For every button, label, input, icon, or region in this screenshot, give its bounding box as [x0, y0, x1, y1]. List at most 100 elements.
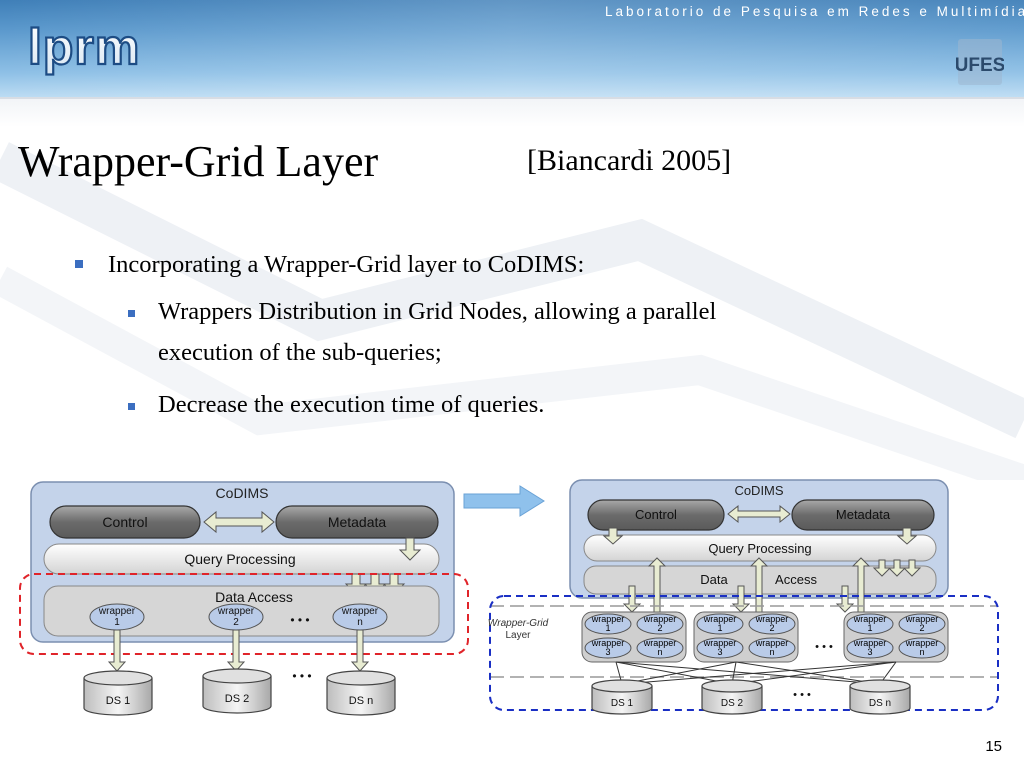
- data-sources-ellipsis: • • •: [292, 669, 311, 683]
- down-arrow: [398, 537, 422, 561]
- svg-text:1: 1: [605, 623, 610, 633]
- grid-node-n: wrapper 1 wrapper 2 wrapper 3 wrapper n: [843, 611, 949, 663]
- svg-text:n: n: [357, 617, 363, 628]
- control-metadata-arrow: [727, 504, 791, 524]
- down-arrow: [902, 559, 922, 577]
- svg-text:wrapper: wrapper: [591, 614, 625, 624]
- data-sources-ellipsis: • • •: [793, 689, 811, 701]
- down-arrow: [896, 527, 918, 545]
- banner-gradient: [0, 0, 1024, 97]
- down-arrow: [887, 559, 907, 577]
- svg-text:lprm: lprm: [28, 19, 140, 75]
- ufes-logo: UFES: [956, 39, 1004, 85]
- control-label: Control: [635, 507, 677, 522]
- slide-title: Wrapper-Grid Layer: [18, 137, 379, 186]
- svg-text:n: n: [769, 647, 774, 657]
- svg-text:Data: Data: [700, 572, 728, 587]
- svg-text:wrapper: wrapper: [703, 638, 737, 648]
- banner-strip: [0, 97, 1024, 127]
- data-source-n: DS n: [326, 670, 396, 716]
- svg-text:wrapper: wrapper: [217, 606, 255, 617]
- bullet-marker: [75, 260, 83, 268]
- svg-text:wrapper: wrapper: [755, 638, 789, 648]
- svg-text:2: 2: [233, 617, 239, 628]
- bullet-marker: [128, 403, 135, 410]
- svg-text:wrapper: wrapper: [591, 638, 625, 648]
- layer-label-1: Wrapper-Grid: [488, 618, 549, 629]
- header-banner: lprm Laboratorio de Pesquisa em Redes e …: [0, 0, 1024, 97]
- svg-text:3: 3: [605, 647, 610, 657]
- lab-tagline: Laboratorio de Pesquisa em Redes e Multi…: [605, 4, 1024, 19]
- page-number: 15: [985, 738, 1002, 755]
- down-arrow: [226, 629, 246, 672]
- svg-text:1: 1: [867, 623, 872, 633]
- svg-text:n: n: [919, 647, 924, 657]
- svg-text:DS 2: DS 2: [721, 698, 744, 709]
- data-source-1: DS 1: [83, 670, 153, 716]
- down-arrow: [602, 527, 624, 545]
- down-arrow: [350, 629, 370, 672]
- data-source-2: DS 2: [701, 679, 763, 715]
- query-processing-label: Query Processing: [184, 551, 295, 567]
- title-citation: [Biancardi 2005]: [527, 144, 732, 177]
- sub-bullet-1-line-1: Wrappers Distribution in Grid Nodes, all…: [158, 298, 717, 325]
- control-label: Control: [102, 514, 147, 530]
- control-component: [587, 499, 725, 531]
- svg-text:DS 1: DS 1: [106, 695, 130, 707]
- svg-text:UFES: UFES: [956, 55, 1004, 76]
- svg-text:DS n: DS n: [869, 698, 891, 709]
- data-source-2: DS 2: [202, 668, 272, 714]
- query-processing-label: Query Processing: [708, 541, 811, 556]
- svg-text:wrapper: wrapper: [853, 614, 887, 624]
- svg-text:2: 2: [657, 623, 662, 633]
- left-architecture-diagram: CoDIMS Control Metadata Query Processing…: [19, 481, 469, 716]
- svg-text:DS n: DS n: [349, 695, 373, 707]
- grid-node-1: wrapper 1 wrapper 2 wrapper 3 wrapper n: [581, 611, 687, 663]
- wrappers-ellipsis: • • •: [290, 613, 309, 627]
- wrapper-grid-layer-highlight: [489, 595, 999, 711]
- down-arrow: [872, 559, 892, 577]
- svg-text:wrapper: wrapper: [905, 638, 939, 648]
- bullet-main: Incorporating a Wrapper-Grid layer to Co…: [108, 251, 585, 278]
- metadata-label: Metadata: [836, 507, 891, 522]
- layer-label-2: Layer: [505, 630, 531, 641]
- data-source-n: DS n: [849, 679, 911, 715]
- svg-text:wrapper: wrapper: [643, 614, 677, 624]
- svg-text:wrapper: wrapper: [341, 606, 379, 617]
- down-arrow: [107, 629, 127, 672]
- codims-label: CoDIMS: [216, 485, 269, 501]
- svg-text:DS 2: DS 2: [225, 693, 249, 705]
- svg-text:Access: Access: [775, 572, 817, 587]
- svg-text:2: 2: [919, 623, 924, 633]
- svg-text:DS 1: DS 1: [611, 698, 634, 709]
- bullet-marker: [128, 310, 135, 317]
- svg-text:1: 1: [114, 617, 120, 628]
- transition-arrow: [463, 485, 545, 517]
- nodes-ellipsis: • • •: [815, 641, 833, 653]
- data-access-highlight: [19, 573, 469, 655]
- svg-text:n: n: [657, 647, 662, 657]
- sub-bullet-2: Decrease the execution time of queries.: [158, 391, 545, 418]
- svg-text:3: 3: [867, 647, 872, 657]
- svg-text:wrapper: wrapper: [643, 638, 677, 648]
- control-metadata-arrow: [203, 510, 275, 534]
- svg-text:2: 2: [769, 623, 774, 633]
- lprm-logo: lprm: [27, 18, 141, 76]
- svg-text:wrapper: wrapper: [98, 606, 136, 617]
- metadata-component: [791, 499, 935, 531]
- metadata-component: [275, 505, 439, 539]
- data-access-label: Data Access: [215, 589, 293, 605]
- codims-label: CoDIMS: [734, 483, 783, 498]
- grid-node-2: wrapper 1 wrapper 2 wrapper 3 wrapper n: [693, 611, 799, 663]
- right-architecture-diagram: CoDIMS Control Metadata Query Processing…: [488, 479, 999, 715]
- node-to-source-links: [615, 661, 897, 685]
- data-source-1: DS 1: [591, 679, 653, 715]
- svg-text:wrapper: wrapper: [703, 614, 737, 624]
- svg-text:wrapper: wrapper: [905, 614, 939, 624]
- sub-bullet-1-line-2: execution of the sub-queries;: [158, 339, 442, 366]
- svg-text:3: 3: [717, 647, 722, 657]
- svg-text:1: 1: [717, 623, 722, 633]
- svg-text:wrapper: wrapper: [853, 638, 887, 648]
- control-component: [49, 505, 201, 539]
- metadata-label: Metadata: [328, 514, 387, 530]
